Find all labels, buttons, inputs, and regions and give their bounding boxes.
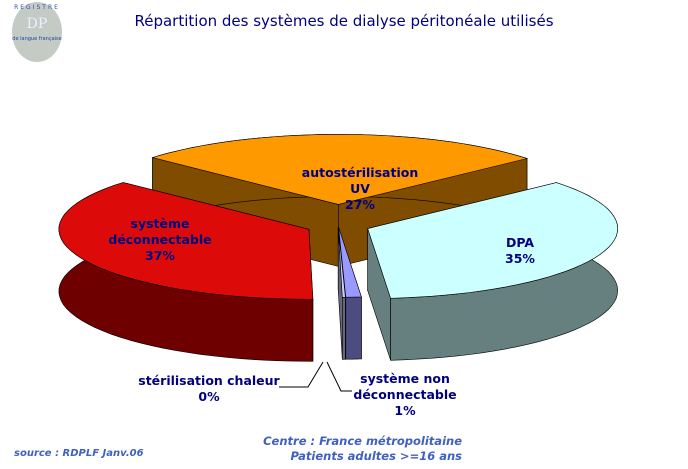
pie-slice-système-non-déconnectable — [338, 227, 362, 360]
leader-line-sterilisation-chaleur — [279, 361, 324, 388]
slice-name-line1: système — [130, 216, 190, 231]
slice-top — [367, 182, 619, 299]
registry-logo: REGISTRE DP de langue française — [12, 2, 62, 62]
pie-slice-système-déconnectable — [58, 182, 314, 362]
slice-percent: 27% — [345, 197, 375, 212]
slice-label-sterilisation-chaleur: stérilisation chaleur 0% — [138, 373, 280, 405]
slice-top — [151, 134, 529, 205]
logo-initials: DP — [26, 16, 48, 32]
pie-slice-DPA — [367, 182, 619, 361]
pie-slice-stérilisation-chaleur — [337, 227, 346, 360]
slice-name-line2: déconnectable — [353, 387, 457, 402]
slice-percent: 37% — [145, 248, 175, 263]
logo-ring-text: REGISTRE — [14, 4, 60, 11]
slice-top — [338, 227, 362, 298]
logo-subtitle: de langue française — [12, 36, 62, 42]
slice-label-deconnectable: système déconnectable 37% — [95, 216, 225, 264]
slice-outer-wall — [345, 296, 362, 360]
scope-note: Centre : France métropolitaine Patients … — [263, 434, 462, 464]
slice-name: stérilisation chaleur — [138, 373, 280, 388]
slice-name: DPA — [505, 235, 535, 250]
slice-top — [58, 182, 314, 300]
chart-title: Répartition des systèmes de dialyse péri… — [134, 12, 554, 30]
slice-percent: 35% — [505, 251, 535, 266]
source-note: source : RDPLF Janv.06 — [14, 448, 144, 459]
slice-name: autostérilisation UV — [301, 165, 419, 196]
slice-label-non-deconnectable: système non déconnectable 1% — [345, 371, 465, 419]
slice-label-dpa: DPA 35% — [470, 235, 570, 267]
slice-percent: 1% — [394, 403, 416, 418]
slice-top — [337, 227, 346, 298]
slice-outer-wall — [341, 296, 346, 360]
leader-line-non-deconnectable — [326, 361, 352, 392]
slice-percent: 0% — [198, 389, 220, 404]
slice-name-line1: système non — [360, 371, 450, 386]
slice-label-autosterilisation: autostérilisation UV 27% — [290, 165, 430, 213]
slice-name-line2: déconnectable — [108, 232, 212, 247]
scope-line2: Patients adultes >=16 ans — [290, 449, 462, 463]
scope-line1: Centre : France métropolitaine — [263, 434, 462, 448]
